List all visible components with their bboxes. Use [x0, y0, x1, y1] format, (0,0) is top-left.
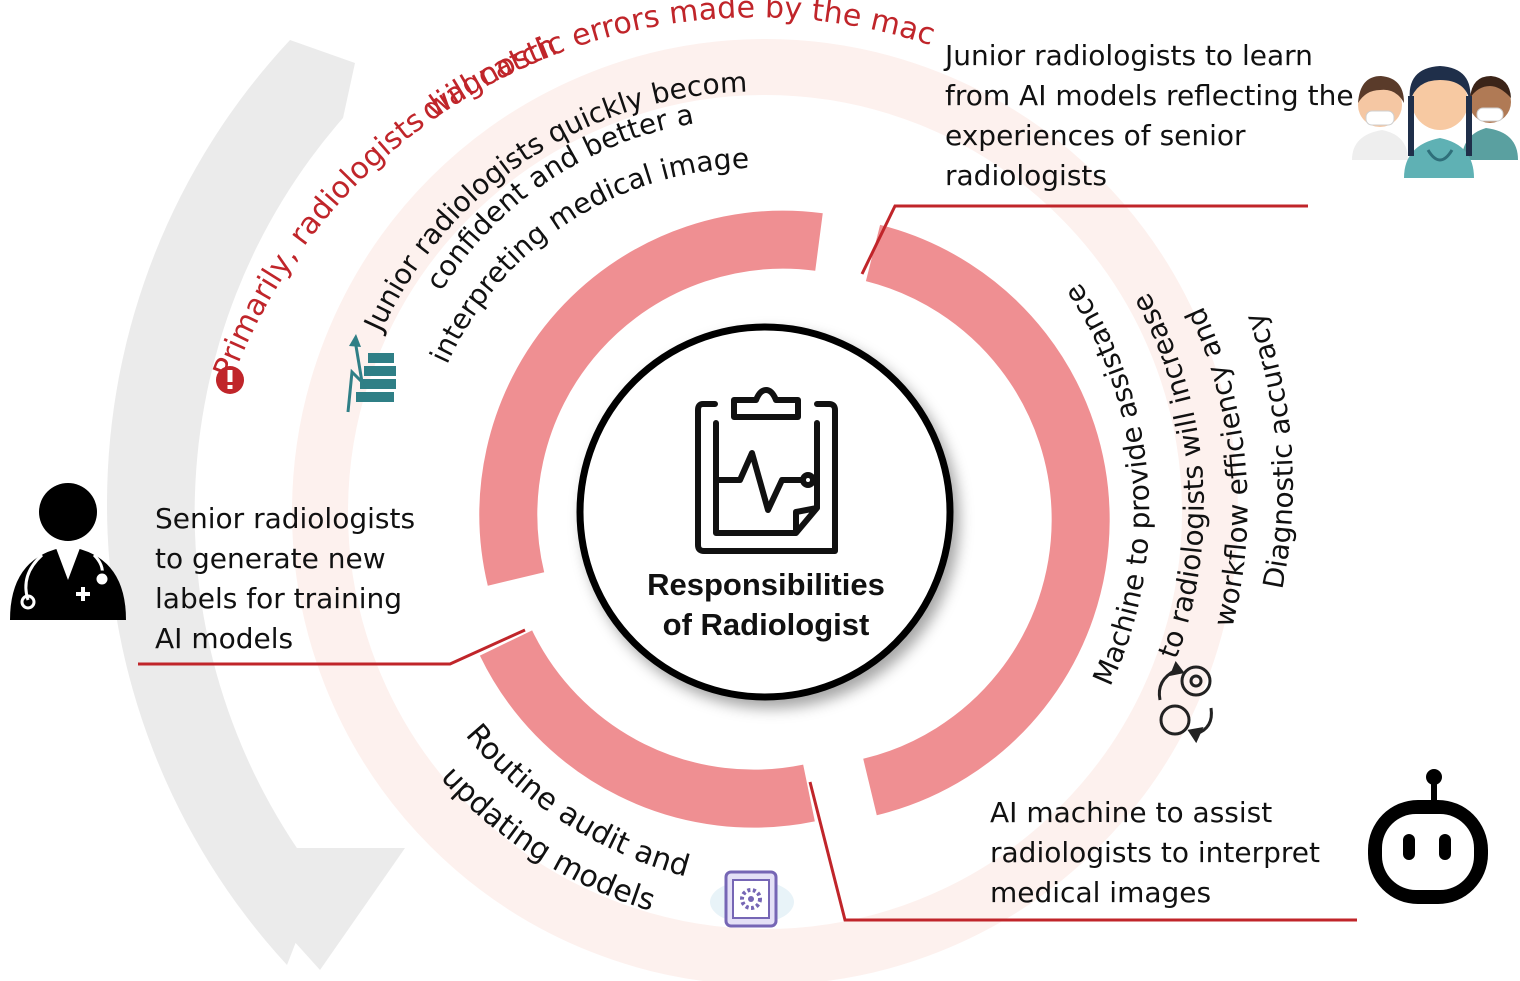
junior-callout-line3: experiences of senior [945, 119, 1246, 152]
clipboard-pulse-icon [695, 387, 838, 554]
senior-callout: Senior radiologists to generate new labe… [155, 499, 415, 659]
gear-tablet-icon [710, 870, 794, 928]
growth-chart-icon [346, 334, 396, 413]
center-title-line1: Responsibilities [647, 567, 885, 602]
junior-callout-line1: Junior radiologists to learn [945, 39, 1313, 72]
connector-lines [138, 204, 1357, 922]
workflow-cycle-icon [1157, 660, 1213, 744]
senior-callout-line2: to generate new [155, 542, 386, 575]
ai-callout-line2: radiologists to interpret [990, 836, 1320, 869]
senior-callout-line4: AI models [155, 622, 294, 655]
ai-callout-line1: AI machine to assist [990, 796, 1273, 829]
ring-segment-bottom [479, 630, 815, 828]
senior-callout-line1: Senior radiologists [155, 502, 416, 535]
junior-callout-line2: from AI models reflecting the [945, 79, 1354, 112]
robot-icon [1368, 769, 1488, 904]
outer-faint-ring [292, 39, 1238, 981]
ring-segment-left [479, 210, 823, 586]
alert-icon [216, 366, 244, 394]
senior-connector [138, 628, 526, 666]
center-circle [576, 323, 954, 701]
ai-callout-line3: medical images [990, 876, 1212, 909]
inner-ring [479, 210, 1110, 828]
medical-team-icon [1352, 66, 1518, 178]
doctor-icon [10, 483, 126, 620]
center-title-line2: of Radiologist [662, 607, 870, 642]
ai-callout: AI machine to assist radiologists to int… [990, 793, 1320, 913]
cycle-arrow [106, 40, 405, 970]
junior-connector [860, 204, 1308, 275]
ring-segment-right [863, 224, 1110, 816]
center-title: Responsibilities of Radiologist [586, 565, 946, 645]
senior-callout-line3: labels for training [155, 582, 403, 615]
junior-callout-line4: radiologists [945, 159, 1107, 192]
ai-connector [808, 781, 1357, 922]
junior-callout: Junior radiologists to learn from AI mod… [945, 36, 1354, 196]
